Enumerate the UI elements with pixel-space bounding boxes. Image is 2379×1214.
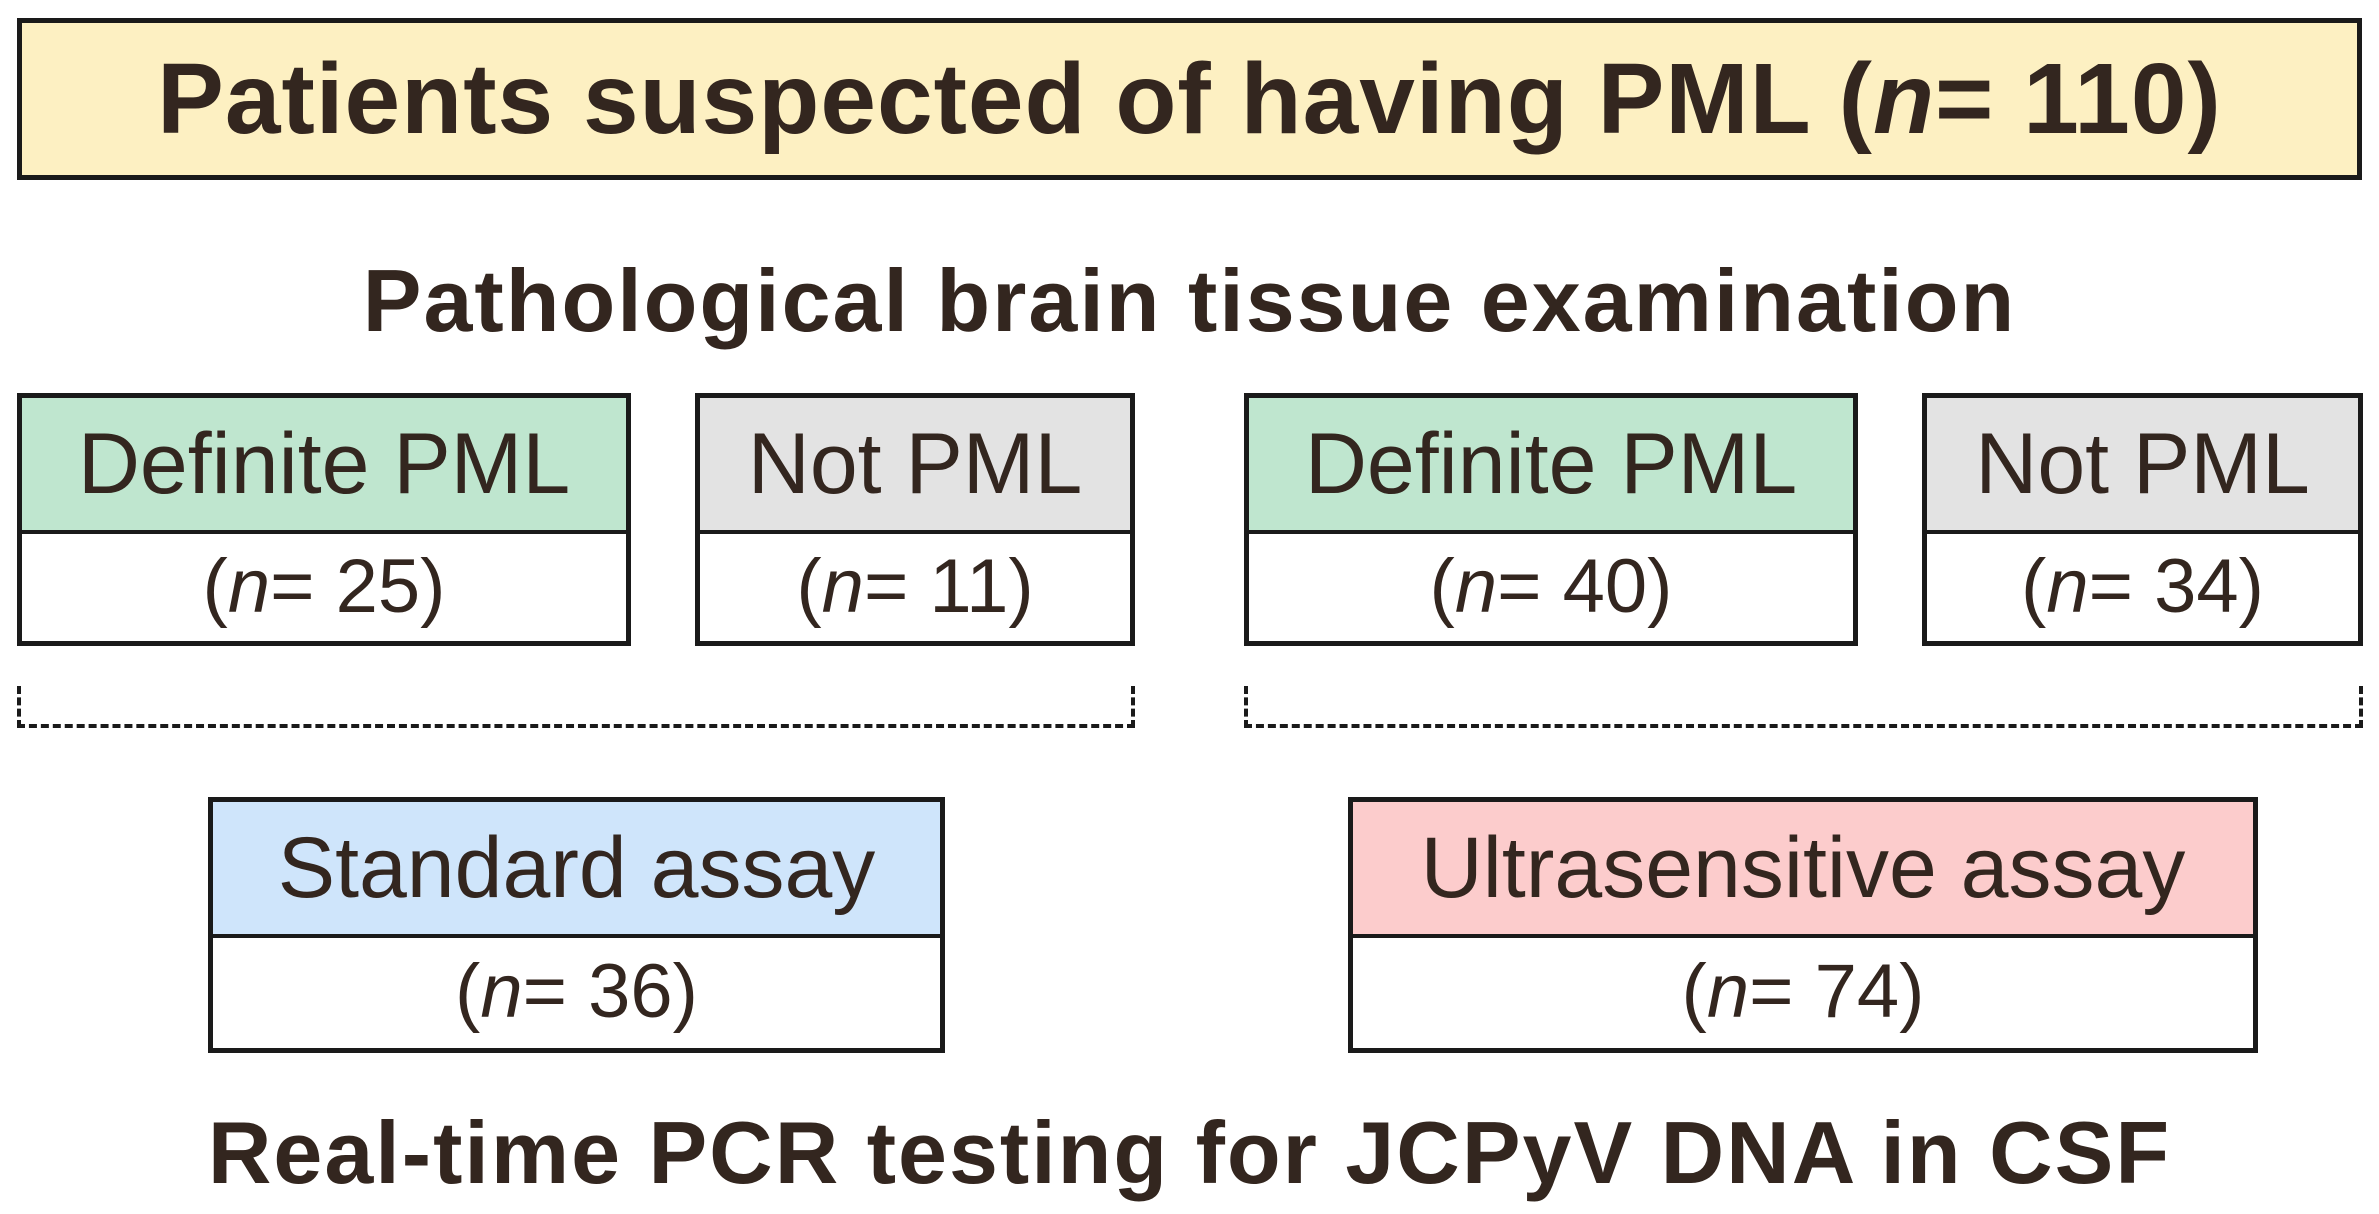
ultrasensitive-assay-label: Ultrasensitive assay	[1353, 802, 2253, 938]
population-title-n: n	[1872, 42, 1936, 155]
group1-not-pml-label: Not PML	[700, 398, 1130, 534]
group1-not-pml-box: Not PML (n = 11)	[695, 393, 1135, 646]
group2-definite-pml-box: Definite PML (n = 40)	[1244, 393, 1858, 646]
group1-not-pml-count: (n = 11)	[796, 543, 1034, 629]
population-title-suffix: = 110)	[1935, 42, 2222, 155]
group2-not-pml-count: (n = 34)	[2021, 543, 2264, 629]
group2-definite-pml-count: (n = 40)	[1429, 543, 1673, 629]
group2-not-pml-box: Not PML (n = 34)	[1922, 393, 2363, 646]
ultrasensitive-assay-box: Ultrasensitive assay (n = 74)	[1348, 797, 2258, 1053]
group2-bracket	[1244, 686, 2363, 728]
group1-definite-pml-count: (n = 25)	[202, 543, 446, 629]
group2-not-pml-label: Not PML	[1927, 398, 2358, 534]
population-box: Patients suspected of having PML (n = 11…	[17, 18, 2362, 180]
standard-assay-count: (n = 36)	[455, 948, 698, 1034]
population-title-prefix: Patients suspected of having PML (	[157, 42, 1873, 155]
pcr-heading: Real-time PCR testing for JCPyV DNA in C…	[207, 1103, 2172, 1202]
group1-definite-pml-box: Definite PML (n = 25)	[17, 393, 631, 646]
ultrasensitive-assay-count: (n = 74)	[1681, 948, 1925, 1034]
standard-assay-box: Standard assay (n = 36)	[208, 797, 945, 1053]
group1-bracket	[17, 686, 1135, 728]
standard-assay-label: Standard assay	[213, 802, 940, 938]
exam-heading: Pathological brain tissue examination	[362, 251, 2017, 350]
group1-definite-pml-label: Definite PML	[22, 398, 626, 534]
group2-definite-pml-label: Definite PML	[1249, 398, 1853, 534]
